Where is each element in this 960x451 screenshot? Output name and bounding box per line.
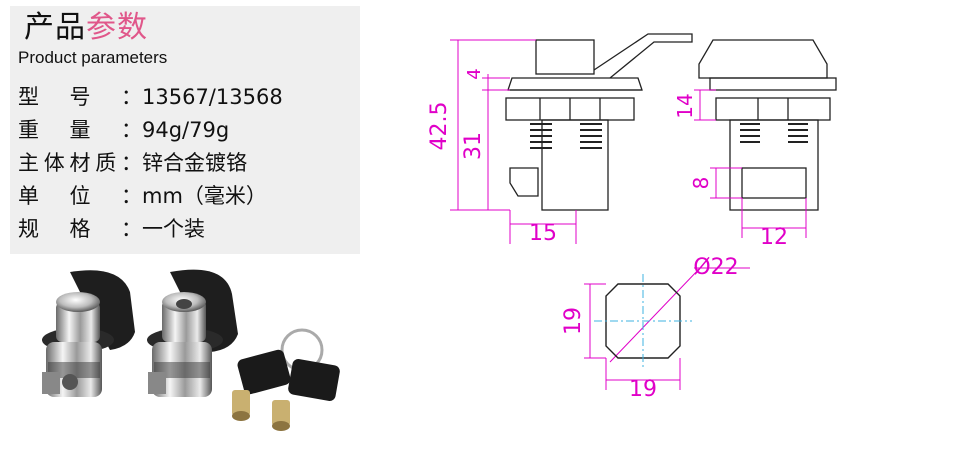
param-label: 规格： (18, 217, 142, 241)
title-pink: 参数 (86, 10, 148, 45)
dim-width-front: 15 (529, 221, 557, 246)
param-label: 重量： (18, 118, 142, 142)
param-value: 13567/13568 (142, 85, 283, 109)
dim-square-width: 19 (629, 377, 657, 402)
param-row-model: 型号：13567/13568 (18, 82, 283, 112)
panel-title: 产品参数 (24, 8, 148, 48)
technical-drawing: 42.5 31 4 15 14 8 12 Ø22 19 19 (427, 33, 837, 402)
param-value: 94g/79g (142, 118, 230, 142)
param-label: 单位： (18, 184, 142, 208)
param-row-material: 主体材质：锌合金镀铬 (18, 148, 247, 178)
front-view (505, 33, 693, 211)
dim-flange-thickness: 4 (464, 68, 485, 79)
side-view (698, 39, 837, 211)
dim-square-height: 19 (561, 307, 586, 335)
dim-overall-height: 42.5 (427, 102, 452, 151)
dim-body-height: 31 (461, 132, 486, 160)
title-black: 产品 (24, 10, 86, 45)
dim-diagonal: Ø22 (693, 255, 738, 280)
param-label: 主体材质： (18, 151, 142, 175)
param-row-unit: 单位：mm（毫米） (18, 181, 267, 211)
param-row-weight: 重量：94g/79g (18, 115, 229, 145)
dim-width-side: 12 (760, 225, 788, 250)
param-value: mm（毫米） (142, 184, 267, 208)
dim-tongue-height: 8 (689, 177, 713, 190)
param-label: 型号： (18, 85, 142, 109)
keys (232, 328, 340, 431)
dim-nut-height: 14 (673, 93, 697, 118)
param-row-spec: 规格：一个装 (18, 214, 205, 244)
param-value: 一个装 (142, 217, 205, 241)
lock-plain-cap (42, 270, 135, 397)
panel-subtitle: Product parameters (18, 48, 168, 67)
param-value: 锌合金镀铬 (142, 151, 247, 175)
dimension-lines (450, 39, 807, 390)
lock-keyed (147, 269, 238, 397)
top-view-square (594, 274, 692, 368)
product-photo (42, 269, 340, 431)
product-parameters-panel: 产品参数 Product parameters 型号：13567/13568 重… (10, 6, 360, 254)
